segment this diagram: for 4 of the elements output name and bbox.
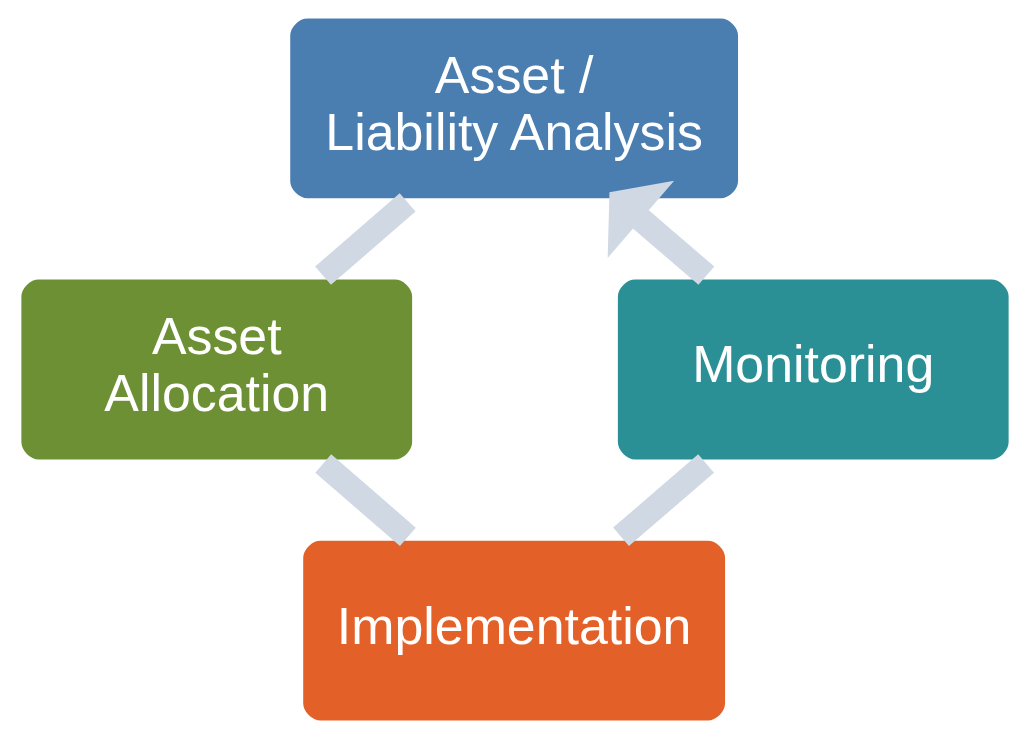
connector: [613, 454, 714, 546]
connector: [315, 193, 416, 285]
connector: [315, 454, 416, 546]
arrow: [607, 180, 715, 285]
